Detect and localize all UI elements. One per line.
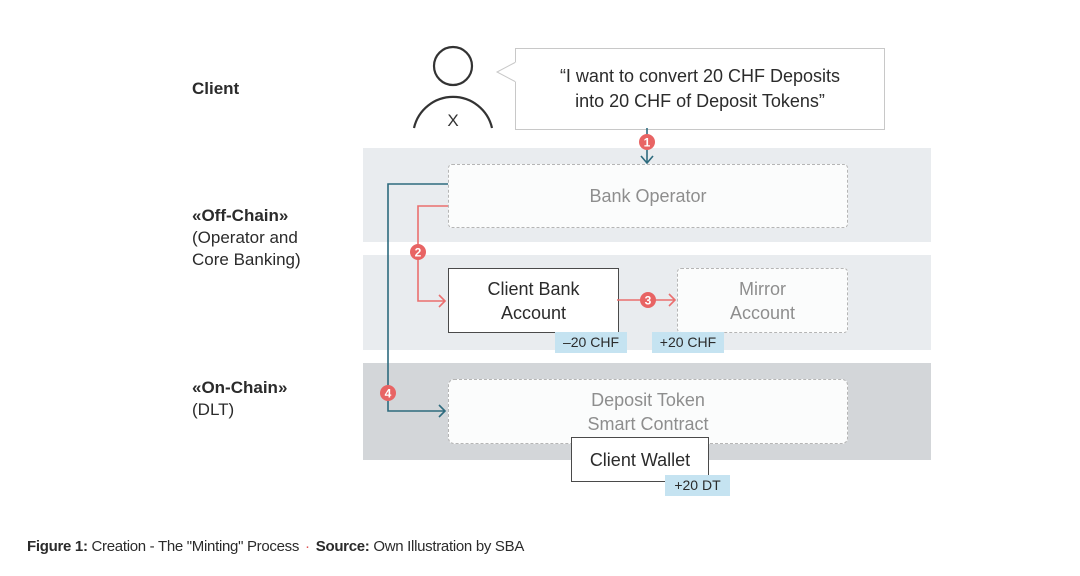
caption-source-label: Source: [315, 538, 370, 555]
speech-line-1: “I want to convert 20 CHF Deposits [559, 66, 841, 86]
client-bank-account-node: Client Bank Account [448, 268, 619, 333]
row-title-off-chain: «Off-Chain» [192, 206, 289, 225]
row-subtitle-off-chain-2: Core Banking) [192, 250, 301, 269]
mirror-account-node: Mirror Account [677, 268, 848, 333]
caption-source-text: Own Illustration by SBA [373, 538, 525, 555]
row-label-off-chain: «Off-Chain» (Operator and Core Banking) [192, 205, 301, 271]
row-label-client: Client [192, 78, 239, 100]
mirror-account-line-2: Account [729, 302, 796, 323]
person-icon: X [412, 45, 494, 130]
client-wallet-label: Client Wallet [589, 449, 691, 470]
row-title-on-chain: «On-Chain» [192, 378, 288, 397]
deposit-token-contract-line-1: Deposit Token [591, 389, 705, 410]
speech-line-2: into 20 CHF of Deposit Tokens” [575, 91, 825, 111]
caption-figure-text: Creation - The "Minting" Process [91, 538, 300, 555]
person-mark: X [447, 111, 458, 130]
deposit-token-contract-node: Deposit Token Smart Contract [448, 379, 848, 444]
speech-bubble-tail [495, 61, 517, 83]
deposit-token-contract-line-2: Smart Contract [587, 413, 709, 434]
client-wallet-balance-tag: +20 DT [665, 475, 730, 496]
caption-separator: · [305, 538, 310, 555]
mirror-account-balance-tag: +20 CHF [652, 332, 724, 353]
speech-bubble: “I want to convert 20 CHF Deposits into … [515, 48, 885, 130]
bank-operator-node: Bank Operator [448, 164, 848, 228]
row-title-client: Client [192, 79, 240, 98]
row-subtitle-off-chain-1: (Operator and [192, 228, 298, 247]
client-bank-account-line-2: Account [500, 302, 567, 323]
client-wallet-node: Client Wallet [571, 437, 709, 482]
bank-operator-label: Bank Operator [589, 186, 707, 206]
caption-figure-label: Figure 1: [27, 538, 88, 555]
figure-caption: Figure 1: Creation - The "Minting" Proce… [27, 538, 524, 555]
client-bank-account-balance-tag: –20 CHF [555, 332, 627, 353]
mirror-account-line-1: Mirror [738, 278, 786, 299]
client-bank-account-line-1: Client Bank [487, 278, 580, 299]
row-label-on-chain: «On-Chain» (DLT) [192, 377, 287, 421]
row-subtitle-on-chain: (DLT) [192, 400, 235, 419]
